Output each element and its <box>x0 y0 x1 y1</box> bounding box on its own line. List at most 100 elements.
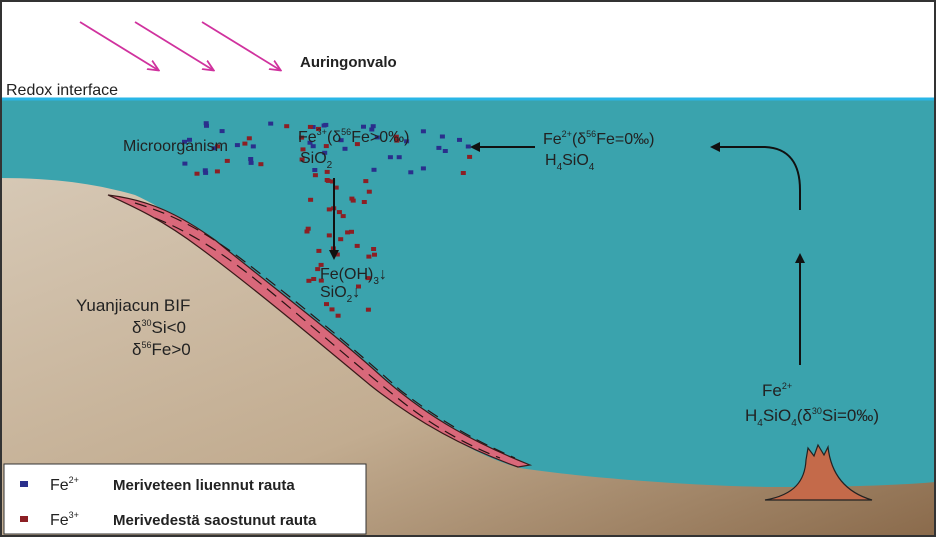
fe-particle <box>354 142 360 147</box>
fe-particle <box>374 135 380 140</box>
fe-particle <box>361 124 366 129</box>
particles <box>182 121 473 318</box>
fe-particle <box>321 123 327 128</box>
fe3-particle <box>366 189 372 194</box>
legend-symbol-fe3: Fe3+ <box>50 510 79 529</box>
fe-particle <box>369 127 375 132</box>
upwelling-arrow <box>710 142 801 210</box>
fe-particle <box>211 146 217 151</box>
fe3-particle <box>326 233 332 238</box>
fe-particle <box>187 137 192 142</box>
fe-particle <box>214 169 220 174</box>
fe3-particle <box>365 276 371 281</box>
fe3-particle <box>350 198 356 203</box>
legend-symbol-fe2: Fe2+ <box>50 475 79 494</box>
fe3-particle <box>305 226 311 231</box>
fe-particle <box>460 171 466 175</box>
fe-particle <box>215 144 220 149</box>
fe-particle <box>224 158 230 163</box>
bif-lamination-1 <box>134 202 516 459</box>
fe-particle <box>204 123 209 128</box>
fe3-particle <box>345 230 351 235</box>
vent-fe2-label: Fe2+ <box>762 381 792 400</box>
fe-particle <box>396 155 402 160</box>
fe-particle <box>310 125 316 129</box>
fe-particle <box>457 137 462 142</box>
fe-particle <box>420 129 426 134</box>
fe-particle <box>371 167 377 172</box>
fe-particle <box>467 154 473 159</box>
fe3-particle <box>318 262 324 267</box>
fe2-isotope-label: Fe2+(δ56Fe=0‰) <box>543 129 654 148</box>
bif-fe-label: δ56Fe>0 <box>132 340 191 359</box>
fe-particle <box>370 124 376 129</box>
redox-interface-label: Redox interface <box>6 82 118 99</box>
legend-swatch-fe3 <box>20 516 28 522</box>
fe-particle <box>182 139 187 144</box>
fe-particle <box>323 144 329 149</box>
fe3-particle <box>316 248 322 253</box>
fe-particle <box>338 138 344 143</box>
fe-particle <box>439 134 445 139</box>
fe-particle <box>307 124 313 129</box>
vent-h4sio4-label: H4SiO4(δ30Si=0‰) <box>745 406 879 429</box>
feoh3-label: Fe(OH)3↓ <box>320 266 387 287</box>
fe-particle <box>219 129 225 134</box>
fe3-particle <box>334 252 340 257</box>
legend-swatch-fe2 <box>20 481 28 487</box>
fe3-particle <box>354 243 360 248</box>
fe-particle <box>387 155 393 160</box>
fe-particle <box>393 134 399 139</box>
fe-particle <box>246 136 252 141</box>
fe-particle <box>394 138 400 143</box>
fe-particle <box>324 169 330 174</box>
fe-particle <box>248 157 254 161</box>
fe-particle <box>194 171 200 176</box>
hydrothermal-vent <box>764 443 873 501</box>
sunlight-arrows <box>79 21 280 70</box>
fe-particle <box>307 140 313 145</box>
fe3-particle <box>315 267 321 272</box>
fe3-particle <box>336 210 342 215</box>
fe-particle <box>342 146 348 151</box>
fe3-particle <box>311 277 317 281</box>
fe-particle <box>310 144 316 149</box>
fe-particle <box>299 157 305 162</box>
fe-particle <box>234 143 240 148</box>
fe-particle <box>242 141 248 146</box>
h4sio4-surface-label: H4SiO4 <box>545 152 595 173</box>
fe-particle <box>404 139 410 144</box>
fe-particle <box>203 170 209 175</box>
fe3-particle <box>372 252 377 257</box>
sun-ray-2 <box>134 21 213 70</box>
fe3-particle <box>326 207 332 212</box>
legend-text-fe2: Meriveteen liuennut rauta <box>113 477 295 494</box>
legend: Fe2+ Meriveteen liuennut rauta Fe3+ Meri… <box>3 463 367 535</box>
fe-particle <box>202 168 208 173</box>
fe3-particle <box>338 237 344 242</box>
fe-particle <box>312 168 318 172</box>
fe3-particle <box>335 313 341 318</box>
sio2-precipitate-label: SiO2↓ <box>320 284 360 305</box>
fe3-particle <box>361 200 367 204</box>
fe-particle <box>408 170 414 175</box>
fe3-particle <box>318 278 324 283</box>
sky <box>0 0 936 98</box>
fe-particle <box>312 173 318 178</box>
fe-particle <box>420 166 426 171</box>
bif-name-label: Yuanjiacun BIF <box>76 296 190 315</box>
sun-ray-3 <box>201 21 280 70</box>
fe-particle <box>299 135 305 140</box>
fe3-particle <box>308 197 314 202</box>
fe3-particle <box>325 178 331 183</box>
legend-box <box>3 463 367 535</box>
fe3-isotope-label: Fe3+(δ56Fe>0‰) <box>298 127 409 146</box>
fe-particle <box>436 145 442 150</box>
sunlight-label: Auringonvalo <box>300 54 397 71</box>
fe3-particle <box>306 278 312 283</box>
fe3-particle <box>329 307 335 312</box>
fe3-particle <box>363 179 369 184</box>
